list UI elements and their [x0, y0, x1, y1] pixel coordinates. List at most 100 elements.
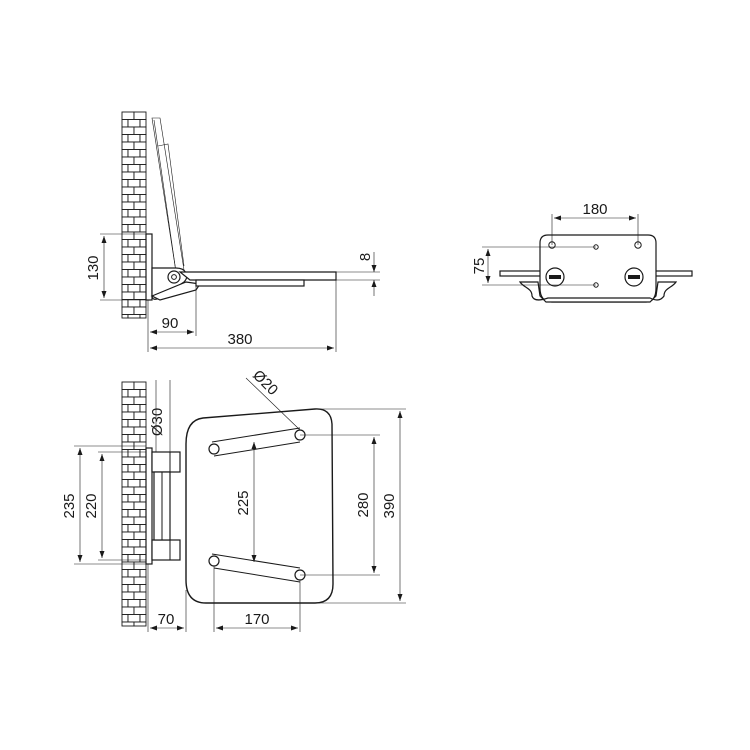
dim-label-225: 225 — [235, 490, 252, 515]
brick — [121, 546, 135, 555]
brick — [121, 239, 129, 248]
brick — [127, 209, 141, 218]
brick — [127, 509, 141, 518]
brick — [133, 261, 147, 270]
brick — [139, 554, 147, 563]
brick — [133, 621, 147, 627]
brick — [121, 561, 135, 570]
brick — [121, 171, 135, 180]
brick — [121, 426, 135, 435]
brick — [139, 314, 147, 319]
support-arm-side — [150, 281, 202, 301]
brick — [127, 119, 141, 128]
brick — [133, 576, 147, 585]
brick — [139, 419, 147, 428]
brick — [121, 269, 129, 278]
brick — [139, 479, 147, 488]
brick — [133, 426, 147, 435]
brick — [121, 126, 135, 135]
brick — [139, 524, 147, 533]
brick — [133, 486, 147, 495]
brick — [121, 434, 129, 443]
brick — [121, 539, 129, 548]
brick — [133, 606, 147, 615]
brick — [139, 239, 147, 248]
wall-bracket-top — [145, 447, 153, 565]
dim-label-220: 220 — [83, 493, 100, 518]
brick — [133, 126, 147, 135]
brick — [121, 576, 135, 585]
hinge-block-lower — [151, 539, 181, 561]
brick — [139, 539, 147, 548]
brick — [127, 284, 141, 293]
brick — [121, 231, 135, 240]
brick — [133, 396, 147, 405]
brick — [133, 111, 147, 120]
brick — [139, 434, 147, 443]
brick — [133, 516, 147, 525]
rail-lower — [211, 553, 301, 583]
brick — [127, 434, 141, 443]
brick — [121, 179, 129, 188]
dim-label-70: 70 — [158, 611, 175, 628]
brick — [133, 471, 147, 480]
brick — [121, 276, 135, 285]
brick — [121, 584, 129, 593]
dim-label-170: 170 — [244, 611, 269, 628]
brick — [139, 209, 147, 218]
brick — [121, 194, 129, 203]
dim-label-280: 280 — [355, 492, 372, 517]
brick-wall-top — [121, 381, 147, 627]
brick — [127, 524, 141, 533]
brick — [139, 494, 147, 503]
hinge-pivot-side — [167, 270, 181, 284]
brick — [139, 119, 147, 128]
brick — [121, 261, 135, 270]
dim-label-75: 75 — [471, 258, 488, 275]
brick — [127, 539, 141, 548]
brick — [121, 599, 129, 608]
brick — [121, 471, 135, 480]
brick — [133, 201, 147, 210]
brick — [121, 201, 135, 210]
brick — [121, 516, 135, 525]
brick — [121, 569, 129, 578]
brick — [127, 389, 141, 398]
brick — [127, 584, 141, 593]
brick — [121, 156, 135, 165]
top-view: Ø20 Ø30 235 220 225 280 390 70 — [61, 367, 406, 632]
brick — [133, 501, 147, 510]
brick — [121, 479, 129, 488]
brick — [121, 486, 135, 495]
brick — [121, 404, 129, 413]
brick — [133, 546, 147, 555]
brick — [139, 449, 147, 458]
brick — [133, 276, 147, 285]
dim-label-235: 235 — [61, 493, 78, 518]
brick — [121, 396, 135, 405]
brick — [127, 224, 141, 233]
brick — [133, 246, 147, 255]
rail-upper — [211, 427, 301, 457]
brick — [139, 149, 147, 158]
brick — [133, 156, 147, 165]
brick — [133, 141, 147, 150]
seat-plate-side — [178, 271, 337, 281]
brick — [121, 209, 129, 218]
brick — [121, 509, 129, 518]
dim-label-380: 380 — [227, 331, 252, 348]
brick — [121, 554, 129, 563]
dim-label-8: 8 — [357, 253, 374, 261]
brick — [139, 284, 147, 293]
brick — [127, 134, 141, 143]
brick — [133, 411, 147, 420]
brick — [133, 216, 147, 225]
side-view: 130 8 90 380 — [85, 111, 380, 352]
brick — [127, 269, 141, 278]
brick — [121, 456, 135, 465]
brick — [133, 591, 147, 600]
brick — [121, 186, 135, 195]
leader-d20 — [245, 377, 301, 431]
brick — [127, 419, 141, 428]
